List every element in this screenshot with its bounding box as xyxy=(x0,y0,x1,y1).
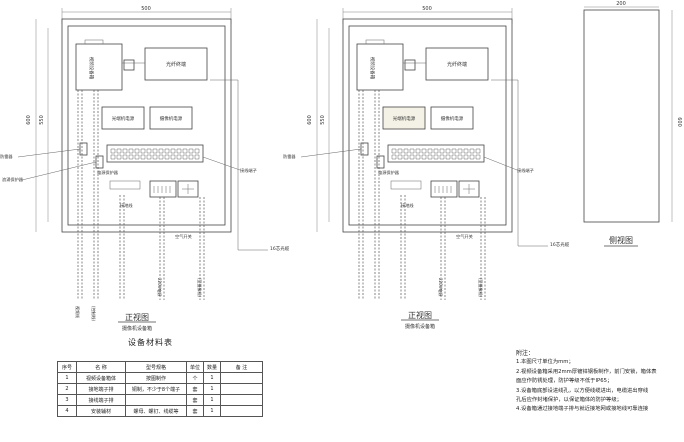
cabinet-inner-2 xyxy=(348,25,507,226)
materials-header-row: 序号 名 称 型号规格 单位 数量 备 注 xyxy=(57,361,263,373)
optical-label-1: 光纤终端 xyxy=(166,61,186,68)
table-row: 4 安装辅材 螺母、螺钉、线缆等 套 1 xyxy=(57,405,263,417)
side-cabinet xyxy=(583,9,660,223)
terminal-strip-1 xyxy=(106,144,204,163)
ground-label-1: 接地线 xyxy=(120,202,133,209)
power-right-label-1: 摄像机电源 xyxy=(160,115,183,122)
lightning-label-1: 防雷器 xyxy=(0,153,13,160)
surge-label-1: 浪涌保护器 xyxy=(2,176,24,183)
monitor-box-1 xyxy=(75,43,123,91)
dim-height-inner-2: 550 xyxy=(320,115,326,125)
header-name: 名 称 xyxy=(76,361,126,373)
note-item: 面应作防锈处理，防护等级不低于IP65； xyxy=(516,378,613,385)
terminal-strip-cells-1 xyxy=(110,148,200,160)
dim-width-front-1: 500 xyxy=(141,6,151,12)
front-view-right: 500 600 550 视频设备箱 光纤终端 光端机电源 摄像机电源 防雷器 xyxy=(283,6,570,330)
dim-height-inner-1: 550 xyxy=(39,115,45,125)
front-view-subtitle-2: 摄像机设备箱 xyxy=(405,323,435,330)
svg-text:(至摄像机): (至摄像机) xyxy=(478,278,484,298)
lightning-box-2b xyxy=(376,155,385,169)
note-item: 1.本图尺寸单位为mm； xyxy=(516,359,574,366)
dim-width-side: 200 xyxy=(616,1,626,7)
front-view-title-1: 正视图 xyxy=(125,312,149,322)
dim-height-outer-1: 600 xyxy=(26,115,32,125)
header-spec: 型号规格 xyxy=(125,361,187,373)
lightning-box-1b xyxy=(95,155,104,169)
materials-table: 序号 名 称 型号规格 单位 数量 备 注 1 视频设备箱体 按图制作 个 1 … xyxy=(57,361,263,417)
cabinet-inner-1 xyxy=(67,25,226,226)
header-qty: 数量 xyxy=(203,361,221,373)
front-view-title-2: 正视图 xyxy=(408,310,432,320)
breaker-label-2: 空气开关 xyxy=(456,233,473,240)
lightning-box-2a xyxy=(360,142,369,156)
video-cables-1 xyxy=(77,90,99,300)
dim-height-side: 600 xyxy=(676,117,682,127)
dim-height-outer-2: 600 xyxy=(307,115,313,125)
monitor-label-2: 视频设备箱 xyxy=(369,57,376,80)
power-right-label-2: 摄像机电源 xyxy=(441,115,464,122)
fiber-label-2: 16芯光缆 xyxy=(550,241,570,248)
monitor-box-2 xyxy=(356,43,404,91)
svg-text:220V电源: 220V电源 xyxy=(157,278,163,296)
optical-terminal-2 xyxy=(425,47,489,81)
surge-protector-1 xyxy=(149,180,177,198)
note-item: 3.设备箱底部设进线孔，以方便线缆进出，电缆进出穿线 xyxy=(516,387,649,394)
video-cables-2 xyxy=(358,90,380,300)
terminal-label-2: 接线端子 xyxy=(517,167,534,174)
monitor-label-1: 视频设备箱 xyxy=(88,57,95,80)
power-supply-right-1 xyxy=(149,106,193,130)
terminal-strip-2 xyxy=(387,144,485,163)
svg-text:220V电源: 220V电源 xyxy=(438,278,444,296)
side-view-title: 侧视图 xyxy=(609,235,633,245)
notes-block: 附注： 1.本图尺寸单位为mm； 2.视频设备箱采用2mm厚镀锌钢板制作，前门安… xyxy=(516,349,682,415)
power-left-label-1: 光端机电源 xyxy=(112,115,135,122)
notes-heading: 附注： xyxy=(516,350,535,357)
front-view-left: 500 600 550 视频设备箱 光纤终端 光端机电源 摄像机电源 xyxy=(0,6,290,332)
note-item: 4.设备箱通过接地端子排与就近接地网或接地线可靠连接 xyxy=(516,406,649,413)
fiber-label-1: 16芯光缆 xyxy=(270,245,290,252)
materials-title: 设备材料表 xyxy=(128,338,173,347)
note-item: 2.视频设备箱采用2mm厚镀锌钢板制作，前门安锁，箱体表 xyxy=(516,368,657,375)
power-supply-left-1 xyxy=(101,106,145,130)
surge-protector-2 xyxy=(430,180,458,198)
lightning-box-1a xyxy=(79,142,88,156)
optical-terminal-1 xyxy=(144,47,208,81)
terminal-strip-cells-2 xyxy=(391,148,481,160)
terminal-label-1: 接线端子 xyxy=(240,167,257,174)
optical-label-2: 光纤终端 xyxy=(447,61,467,68)
header-index: 序号 xyxy=(57,361,77,373)
side-view: 200 600 侧视图 xyxy=(583,1,682,247)
front-view-subtitle-1: 摄像机设备箱 xyxy=(122,325,152,332)
table-row: 3 接线端子排 套 1 xyxy=(57,394,263,406)
lightning-label-2: 防雷器 xyxy=(283,153,296,160)
power-supply-left-2 xyxy=(382,106,426,130)
table-row: 2 接地端子排 铜制，不少于8个端子 套 1 xyxy=(57,383,263,395)
header-unit: 单位 xyxy=(186,361,204,373)
dim-width-front-2: 500 xyxy=(422,6,432,12)
protector-label-2: 电源保护器 xyxy=(378,169,400,176)
power-supply-right-2 xyxy=(430,106,474,130)
svg-text:(控制线): (控制线) xyxy=(91,306,97,322)
ground-label-2: 接地线 xyxy=(401,202,414,209)
breaker-label-1: 空气开关 xyxy=(175,233,192,240)
header-remark: 备 注 xyxy=(220,361,263,373)
svg-text:(至摄像机): (至摄像机) xyxy=(197,278,203,298)
protector-label-1: 电源保护器 xyxy=(97,169,119,176)
svg-text:视频线: 视频线 xyxy=(75,306,81,318)
note-item: 孔后应作封堵保护，以保证箱体的防护等级； xyxy=(516,397,622,404)
table-row: 1 视频设备箱体 按图制作 个 1 xyxy=(57,372,263,384)
power-left-label-2: 光端机电源 xyxy=(393,115,416,122)
